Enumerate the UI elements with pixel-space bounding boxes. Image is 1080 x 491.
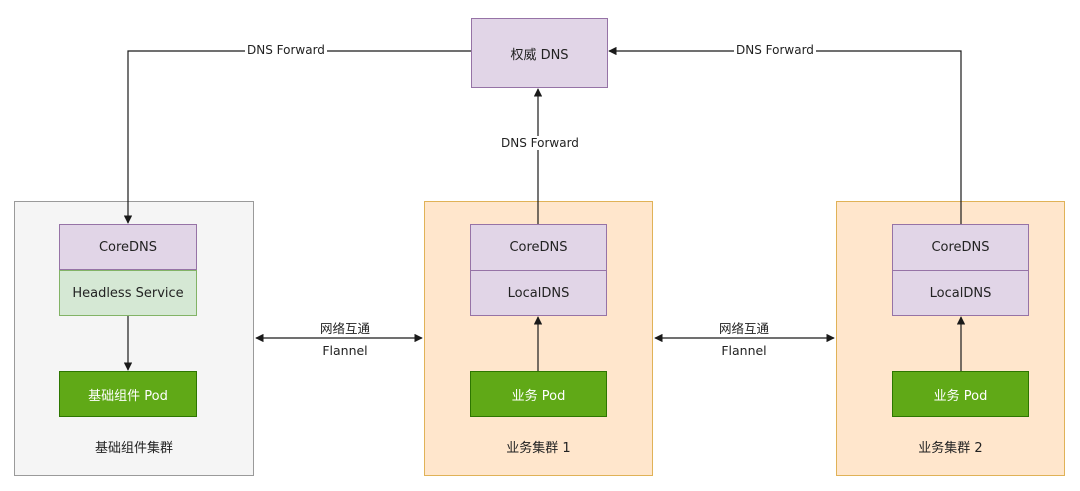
business2-cluster-label: 业务集群 2 [918,441,983,456]
business1-coredns-node: CoreDNS [470,224,607,271]
edge-label-forward-right: DNS Forward [734,43,816,57]
edge-label-forward-left: DNS Forward [245,43,327,57]
business2-pod-node: 业务 Pod [892,371,1029,417]
link-right-label-top: 网络互通 [718,321,769,336]
edge-forward-right [608,46,962,224]
business2-coredns-node: CoreDNS [892,224,1029,271]
business1-cluster-label: 业务集群 1 [506,441,571,456]
base-coredns-node: CoreDNS [59,224,197,270]
base-pod-node: 基础组件 Pod [59,371,197,417]
edge-forward-left [123,50,471,224]
link-left-label-bottom: Flannel [322,343,368,358]
link-right-label-bottom: Flannel [721,343,767,358]
business2-localdns-node: LocalDNS [892,270,1029,316]
base-headless-service-node: Headless Service [59,270,197,316]
business1-localdns-node: LocalDNS [470,270,607,316]
authority-dns-node: 权威 DNS [471,18,608,88]
base-cluster-label: 基础组件集群 [94,441,173,456]
link-left-label-top: 网络互通 [319,321,370,336]
edge-label-forward-middle: DNS Forward [499,136,581,150]
business1-pod-node: 业务 Pod [470,371,607,417]
